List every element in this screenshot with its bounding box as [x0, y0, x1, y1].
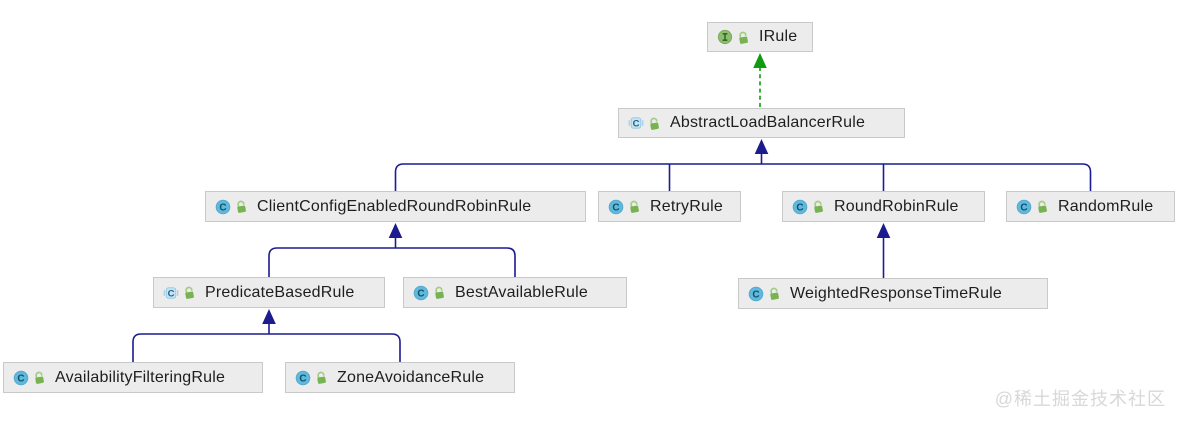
watermark-text: @稀土掘金技术社区	[994, 389, 1166, 409]
lock-icon	[183, 285, 196, 300]
class-icon: C	[295, 370, 311, 386]
node-abstractloadbalancerrule[interactable]: C AbstractLoadBalancerRule	[618, 108, 905, 138]
node-zoneavoidancerule[interactable]: C ZoneAvoidanceRule	[285, 362, 515, 393]
class-icon: C	[1016, 199, 1032, 215]
node-label: BestAvailableRule	[455, 283, 588, 301]
svg-text:C: C	[168, 288, 175, 299]
node-label: IRule	[759, 28, 798, 45]
lock-icon	[737, 30, 750, 45]
node-bestavailablerule[interactable]: C BestAvailableRule	[403, 277, 627, 308]
svg-text:C: C	[633, 118, 640, 129]
node-clientconfigenabledroundrobinrule[interactable]: C ClientConfigEnabledRoundRobinRule	[205, 191, 586, 222]
svg-text:C: C	[752, 289, 759, 300]
node-predicatebasedrule[interactable]: C PredicateBasedRule	[153, 277, 385, 308]
svg-text:C: C	[417, 288, 424, 299]
node-label: RoundRobinRule	[834, 197, 959, 215]
node-randomrule[interactable]: C RandomRule	[1006, 191, 1175, 222]
lock-icon	[648, 116, 661, 131]
node-retryrule[interactable]: C RetryRule	[598, 191, 741, 222]
abstract-class-icon: C	[628, 115, 644, 131]
class-icon: C	[13, 370, 29, 386]
svg-text:C: C	[1020, 202, 1027, 213]
node-roundrobinrule[interactable]: C RoundRobinRule	[782, 191, 985, 222]
lock-icon	[33, 370, 46, 385]
node-label: AvailabilityFilteringRule	[55, 368, 226, 386]
node-label: PredicateBasedRule	[205, 283, 355, 301]
abstract-class-icon: C	[163, 285, 179, 301]
svg-text:C: C	[299, 373, 306, 384]
node-label: ClientConfigEnabledRoundRobinRule	[257, 197, 532, 215]
class-icon: C	[792, 199, 808, 215]
lock-icon	[235, 199, 248, 214]
class-icon: C	[413, 285, 429, 301]
node-label: ZoneAvoidanceRule	[337, 368, 485, 386]
class-icon: C	[608, 199, 624, 215]
svg-text:C: C	[219, 202, 226, 213]
svg-text:C: C	[17, 373, 24, 384]
lock-icon	[315, 370, 328, 385]
lock-icon	[1036, 199, 1049, 214]
node-label: RandomRule	[1058, 197, 1154, 215]
class-icon: C	[748, 286, 764, 302]
svg-text:C: C	[796, 202, 803, 213]
lock-icon	[812, 199, 825, 214]
lock-icon	[768, 286, 781, 301]
node-label: WeightedResponseTimeRule	[790, 284, 1003, 302]
lock-icon	[433, 285, 446, 300]
lock-icon	[628, 199, 641, 214]
interface-icon	[717, 29, 733, 45]
node-label: RetryRule	[650, 197, 723, 215]
node-label: AbstractLoadBalancerRule	[670, 114, 866, 131]
node-irule[interactable]: IRule	[707, 22, 813, 52]
class-icon: C	[215, 199, 231, 215]
svg-text:C: C	[612, 202, 619, 213]
node-weightedresponsetimerule[interactable]: C WeightedResponseTimeRule	[738, 278, 1048, 309]
node-availabilityfilteringrule[interactable]: C AvailabilityFilteringRule	[3, 362, 263, 393]
